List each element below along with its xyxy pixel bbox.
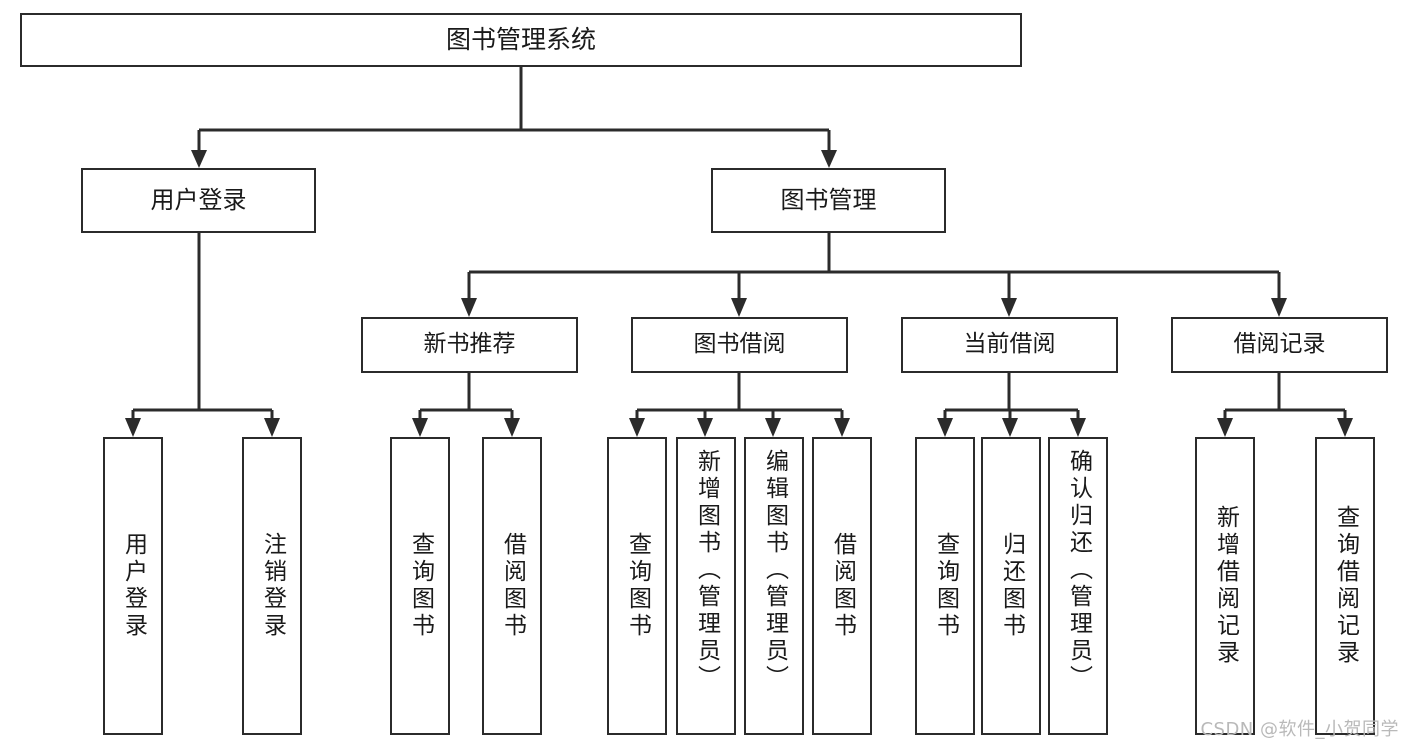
node-label: 用户登录 (150, 186, 247, 215)
csdn-watermark: CSDN @软件_小贺同学 (1200, 719, 1399, 740)
node-label: 借阅图书 (499, 532, 526, 640)
leaf-book-borrow-edit-book-admin[interactable]: 编辑图书（管理员） (744, 437, 804, 735)
node-label: 注销登录 (259, 532, 286, 640)
leaf-current-borrow-query-book[interactable]: 查询图书 (915, 437, 975, 735)
node-label: 编辑图书（管理员） (761, 449, 788, 692)
node-label: 新增图书（管理员） (693, 449, 720, 692)
leaf-user-login-logout[interactable]: 注销登录 (242, 437, 302, 735)
node-label: 借阅记录 (1233, 331, 1326, 358)
node-borrowing-record[interactable]: 借阅记录 (1171, 317, 1388, 373)
node-label: 新书推荐 (423, 331, 516, 358)
node-label: 查询图书 (932, 532, 959, 640)
node-label: 图书管理系统 (445, 25, 596, 54)
node-current-borrowing[interactable]: 当前借阅 (901, 317, 1118, 373)
leaf-borrow-record-add-record[interactable]: 新增借阅记录 (1195, 437, 1255, 735)
leaf-new-book-query-book[interactable]: 查询图书 (390, 437, 450, 735)
node-root-book-management-system[interactable]: 图书管理系统 (20, 13, 1022, 67)
node-label: 归还图书 (998, 532, 1025, 640)
node-label: 新增借阅记录 (1212, 505, 1239, 667)
node-label: 查询图书 (407, 532, 434, 640)
node-label: 图书借阅 (693, 331, 786, 358)
leaf-current-borrow-confirm-return-admin[interactable]: 确认归还（管理员） (1048, 437, 1108, 735)
node-label: 图书管理 (780, 186, 877, 215)
node-label: 查询图书 (624, 532, 651, 640)
leaf-user-login-login[interactable]: 用户登录 (103, 437, 163, 735)
node-label: 借阅图书 (829, 532, 856, 640)
node-new-book-recommendation[interactable]: 新书推荐 (361, 317, 578, 373)
node-label: 确认归还（管理员） (1065, 449, 1092, 692)
leaf-current-borrow-return-book[interactable]: 归还图书 (981, 437, 1041, 735)
node-label: 当前借阅 (963, 331, 1056, 358)
node-book-management[interactable]: 图书管理 (711, 168, 946, 233)
node-user-login[interactable]: 用户登录 (81, 168, 316, 233)
leaf-book-borrow-borrow-book[interactable]: 借阅图书 (812, 437, 872, 735)
leaf-book-borrow-query-book[interactable]: 查询图书 (607, 437, 667, 735)
node-label: 查询借阅记录 (1332, 505, 1359, 667)
leaf-new-book-borrow-book[interactable]: 借阅图书 (482, 437, 542, 735)
leaf-book-borrow-add-book-admin[interactable]: 新增图书（管理员） (676, 437, 736, 735)
leaf-borrow-record-query-record[interactable]: 查询借阅记录 (1315, 437, 1375, 735)
node-book-borrowing[interactable]: 图书借阅 (631, 317, 848, 373)
node-label: 用户登录 (120, 532, 147, 640)
